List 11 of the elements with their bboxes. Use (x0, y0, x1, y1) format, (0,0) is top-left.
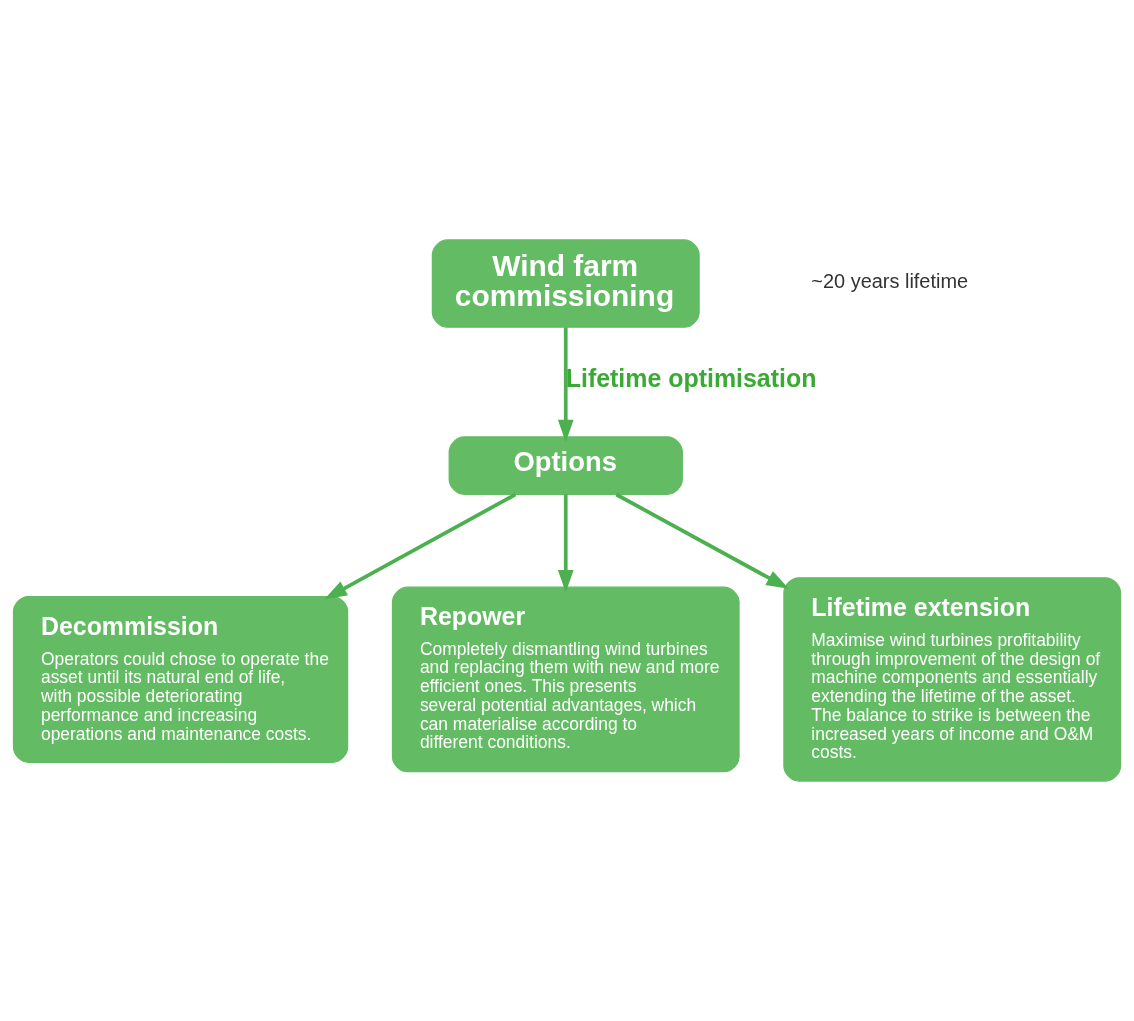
node-box: Decommission Operators could chose to operate the asset until its natural end of life, with possible deteriorating performance and increasing operations and maintenance costs. (12, 595, 349, 763)
node-box: Repower Completely dismantling wind turbines and replacing them with new and more efficient ones. This presents several potential advantages, which can materialise according to different conditions. (391, 586, 740, 773)
arrow (557, 494, 574, 593)
arrow (557, 327, 574, 443)
node-box: Lifetime extension Maximise wind turbines profitability through improvement of the design of machine components and essentially extending the lifetime of the asset. The balance to strike is between the increased years of income and O&M costs. (783, 577, 1122, 782)
edge-label: Lifetime optimisation (565, 364, 817, 393)
node-box: Options (448, 436, 683, 495)
arrow (324, 492, 517, 600)
node-box: Wind farm commissioning (431, 239, 700, 328)
label: ~20 years lifetime (811, 270, 969, 293)
arrow (615, 492, 789, 589)
